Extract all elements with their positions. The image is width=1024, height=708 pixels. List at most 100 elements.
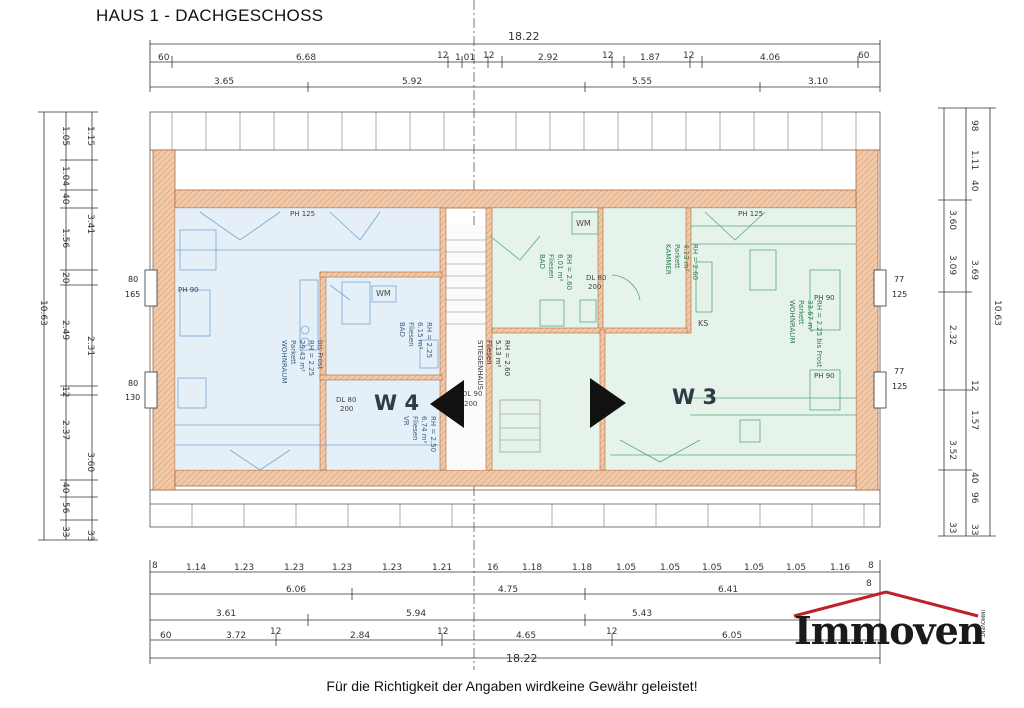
dim-left-0: 1.05	[60, 126, 70, 146]
svg-text:RH = 2.25 bis Frost: RH = 2.25 bis Frost	[815, 300, 823, 368]
dim-bot-r1-15: 1.16	[830, 563, 850, 573]
dim-right-2: 40	[969, 180, 979, 192]
svg-text:RH = 2.25: RH = 2.25	[425, 322, 433, 358]
dim-left-outer-0: 1.15	[85, 126, 95, 146]
dl-label-5: 200	[588, 283, 601, 291]
dim-bot-r3-0: 3.61	[216, 609, 236, 619]
arrow-left-icon	[430, 380, 464, 428]
dim-top-r1-2: 12	[437, 51, 448, 61]
svg-text:bis Frost: bis Frost	[316, 340, 324, 369]
room-wohnraum-w4: WOHNRAUM Parkett 29.43 m² RH = 2.25 bis …	[280, 340, 324, 383]
dim-bot-r1-11: 1.05	[660, 563, 680, 573]
dim-left-9: 56	[60, 502, 70, 514]
svg-text:Parkett: Parkett	[797, 300, 805, 325]
dim-right-total: 10.63	[992, 300, 1002, 326]
dim-left-outer-3: 3.60	[85, 452, 95, 472]
dim-left-outer-4: 33	[85, 530, 95, 541]
svg-text:6.74 m²: 6.74 m²	[420, 416, 428, 444]
dim-bot-r3-2: 5.43	[632, 609, 652, 619]
room-stiegenhaus: STIEGENHAUS Fliesen 5.13 m² RH = 2.60	[476, 340, 511, 390]
window-label-right-top: 77	[894, 275, 904, 284]
dim-bot-r1-3: 1.23	[284, 563, 304, 573]
dim-left-3: 1.56	[60, 228, 70, 248]
dim-right-outer-2: 2.32	[947, 325, 957, 345]
svg-text:Fliesen: Fliesen	[411, 416, 419, 441]
dim-top-r1-10: 60	[858, 51, 870, 61]
dim-bot-r1-9: 1.18	[572, 563, 592, 573]
svg-text:BAD: BAD	[538, 254, 546, 269]
dim-right-4: 12	[969, 380, 979, 391]
dim-bot-r2-2: 6.41	[718, 585, 738, 595]
dim-left-8: 40	[60, 482, 70, 494]
window-label-left-top: 80	[128, 275, 138, 284]
logo-roof	[793, 590, 979, 618]
dim-bot-r4-0: 60	[160, 631, 172, 641]
svg-text:4.13 m²: 4.13 m²	[682, 244, 690, 272]
room-ks: KS	[698, 319, 708, 328]
staircase-steps	[446, 239, 541, 453]
svg-text:Fliesen: Fliesen	[485, 340, 493, 365]
dim-top-r1-1: 6.68	[296, 53, 316, 63]
dim-bot-r1-14: 1.05	[786, 563, 806, 573]
dim-bot-r1-4: 1.23	[332, 563, 352, 573]
svg-text:WOHNRAUM: WOHNRAUM	[280, 340, 288, 383]
room-vr-w4: VR Fliesen 6.74 m² RH = 2.50	[402, 416, 437, 452]
dim-top-r2-0: 3.65	[214, 77, 234, 87]
svg-text:6.15 m²: 6.15 m²	[416, 322, 424, 350]
svg-text:WOHNRAUM: WOHNRAUM	[788, 300, 796, 343]
top-dimension-labels: 18.22 60 6.68 12 1.01 12 2.92 12 1.87 12…	[158, 30, 870, 87]
dim-bot-r1-0: 8	[152, 561, 158, 571]
dim-right-outer-3: 3.52	[947, 440, 957, 460]
svg-text:RH = 2.60: RH = 2.60	[565, 254, 573, 290]
logo-roof-icon	[793, 590, 979, 618]
dl-label-1: 200	[340, 405, 353, 413]
left-dimensions	[38, 111, 98, 541]
window-label-right-bottom-sub: 125	[892, 382, 907, 391]
dim-bot-r2-0: 6.06	[286, 585, 306, 595]
dim-left-outer-2: 2.31	[85, 336, 95, 356]
ph-label-3: PH 90	[814, 372, 835, 380]
dim-left-2: 40	[60, 193, 70, 205]
w4-plan-lines	[175, 211, 440, 471]
window-label-left-bottom: 80	[128, 379, 138, 388]
top-dimensions	[149, 40, 881, 92]
dim-right-outer-4: 33	[947, 522, 957, 533]
dim-right-3: 3.69	[969, 260, 979, 280]
interior-walls	[319, 207, 692, 471]
room-bad-w4: BAD Fliesen 6.15 m² RH = 2.25	[398, 322, 433, 358]
window-label-left-top-sub: 165	[125, 290, 140, 299]
dim-left-6: 12	[60, 386, 70, 397]
svg-text:RH = 2.25: RH = 2.25	[307, 340, 315, 376]
dim-bot-r1-5: 1.23	[382, 563, 402, 573]
dim-top-r2-3: 3.10	[808, 77, 828, 87]
dim-bot-r1-1: 1.14	[186, 563, 206, 573]
svg-text:RH = 2.60: RH = 2.60	[691, 244, 699, 280]
ph-label-0: PH 125	[290, 210, 315, 218]
dim-left-10: 33	[60, 526, 70, 537]
room-bad-w3: BAD Fliesen 6.01 m² RH = 2.60	[538, 254, 573, 290]
room-labels-w3: BAD Fliesen 6.01 m² RH = 2.60 KAMMER Par…	[538, 219, 823, 368]
dim-right-8: 33	[969, 524, 979, 535]
svg-text:STIEGENHAUS: STIEGENHAUS	[476, 340, 484, 390]
window-label-right-bottom: 77	[894, 367, 904, 376]
unit-label-w4: W 4	[374, 391, 419, 415]
dim-right-outer-1: 3.09	[947, 255, 957, 275]
room-wm-w3: WM	[576, 219, 591, 228]
dim-bot-r4-1: 3.72	[226, 631, 246, 641]
staircase-area	[443, 225, 488, 470]
door-labels: DL 80 200 DL 90 200 DL 80 200 PH 125 PH …	[178, 210, 835, 413]
svg-text:6.01 m²: 6.01 m²	[556, 254, 564, 282]
dim-top-r2-1: 5.92	[402, 77, 422, 87]
ph-label-2: PH 90	[814, 294, 835, 302]
dim-right-0: 98	[969, 120, 979, 132]
svg-text:Parkett: Parkett	[673, 244, 681, 269]
dim-top-r1-6: 12	[602, 51, 613, 61]
svg-text:RH = 2.50: RH = 2.50	[429, 416, 437, 452]
disclaimer: Für die Richtigkeit der Angaben wirdkein…	[326, 678, 698, 694]
roof-outline	[149, 111, 881, 528]
dl-label-3: 200	[464, 400, 477, 408]
dim-bot-r1-8: 1.18	[522, 563, 542, 573]
room-labels-center: STIEGENHAUS Fliesen 5.13 m² RH = 2.60	[476, 340, 511, 390]
dim-top-r1-3: 1.01	[455, 53, 475, 63]
